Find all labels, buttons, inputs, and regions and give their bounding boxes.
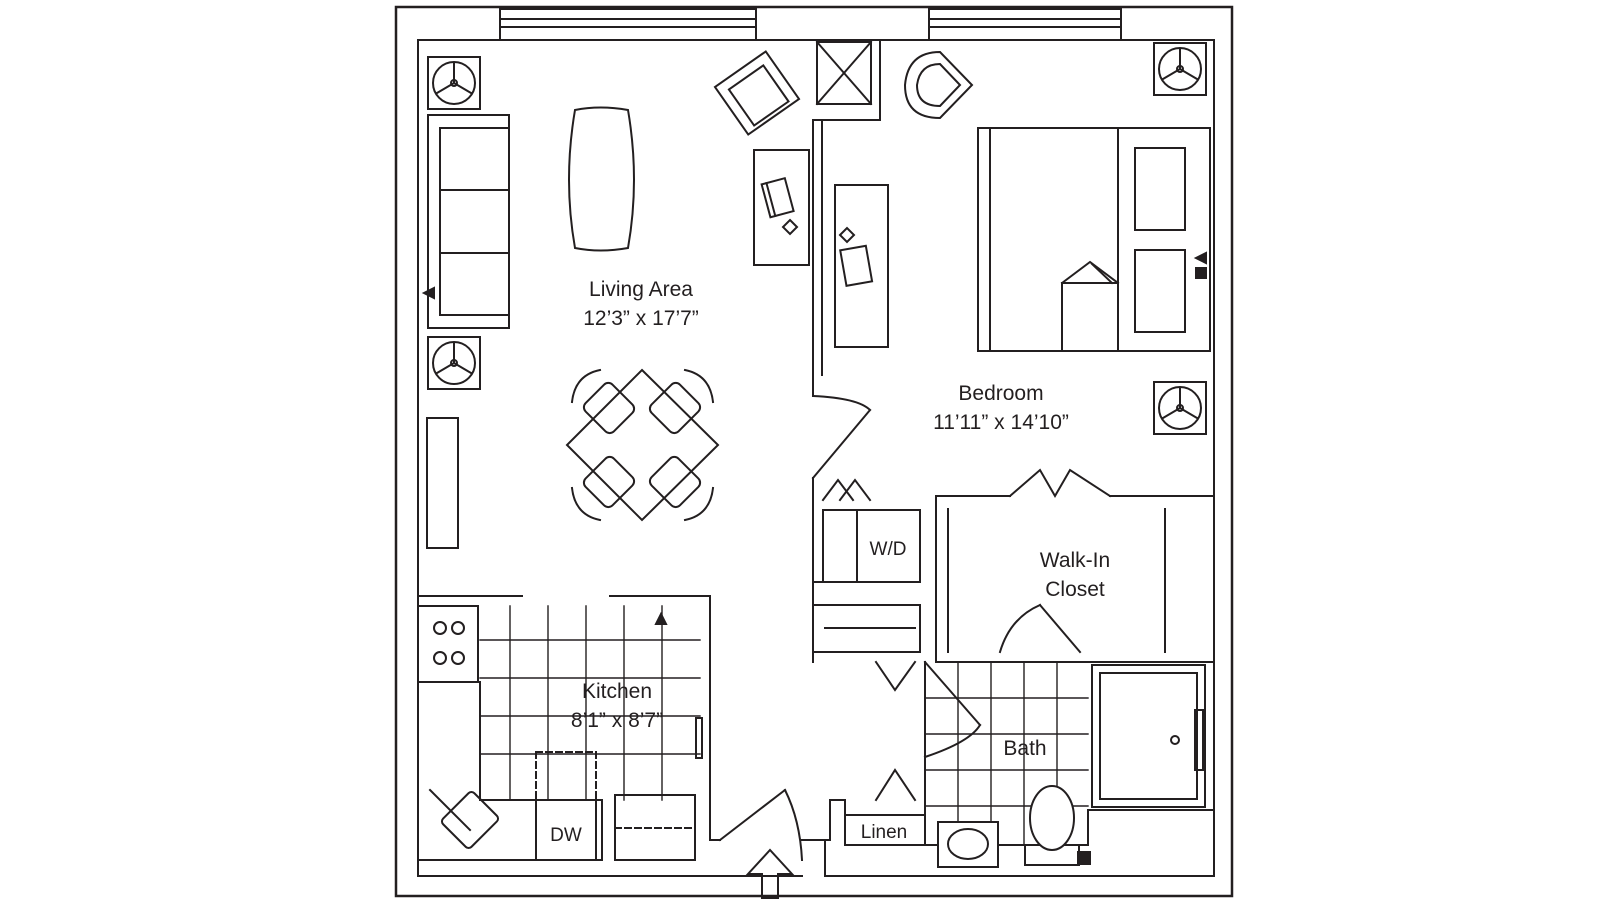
bedroom-door xyxy=(811,394,872,480)
living-area-label: Living Area xyxy=(589,278,693,301)
ceiling-fan-icon xyxy=(427,336,481,390)
walk-in-closet-label-line1: Walk-In xyxy=(1040,549,1110,572)
laundry xyxy=(812,477,921,583)
entry-door xyxy=(718,788,846,862)
entry-arrow-icon xyxy=(745,848,795,899)
bedroom-size: 11’11” x 14’10” xyxy=(933,411,1069,434)
chase xyxy=(815,40,873,106)
ceiling-fan-icon xyxy=(427,56,481,110)
living-area-size: 12’3” x 17’7” xyxy=(583,307,699,330)
bath-label: Bath xyxy=(1003,737,1046,760)
ceiling-fan-icon xyxy=(1153,381,1207,435)
bedroom-walls xyxy=(812,39,1215,663)
dishwasher-label: DW xyxy=(550,825,582,846)
bath-area xyxy=(844,660,1215,868)
windows xyxy=(499,8,1122,41)
exterior-walls xyxy=(394,5,1234,898)
kitchen-size: 8’1” x 8’7” xyxy=(571,709,663,732)
living-area-furniture xyxy=(421,50,810,549)
bedroom-label: Bedroom xyxy=(958,382,1043,405)
linen-closet-shelf xyxy=(812,604,921,653)
bedroom-furniture xyxy=(834,50,1211,352)
washer-dryer-label: W/D xyxy=(870,539,907,560)
ceiling-fan-icon xyxy=(1153,42,1207,96)
kitchen-area xyxy=(417,605,703,861)
walk-in-closet-label-line2: Closet xyxy=(1045,578,1105,601)
walk-in-closet xyxy=(947,468,1166,654)
linen-label: Linen xyxy=(861,822,908,843)
kitchen-label: Kitchen xyxy=(582,680,652,703)
